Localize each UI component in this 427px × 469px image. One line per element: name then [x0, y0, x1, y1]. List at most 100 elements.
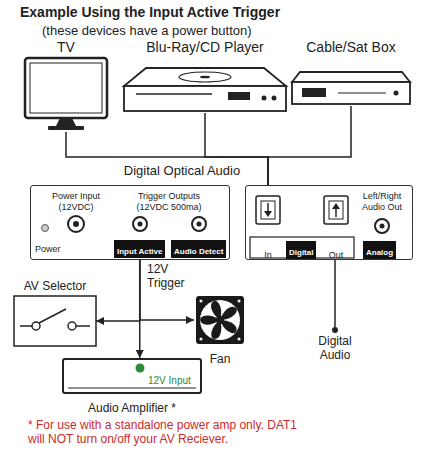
text-slot: TV: [22, 38, 110, 56]
amplifier-body: [63, 359, 201, 393]
signal-label: Digital Optical Audio: [124, 163, 240, 179]
node-label: Left/Right Audio Out: [353, 191, 411, 213]
audio-out-wire: [334, 257, 336, 327]
disc-hub: [200, 76, 210, 79]
jack-tag: Analog: [363, 241, 396, 259]
power-jack-pin: [73, 221, 79, 227]
av-selector: AV Selector: [14, 276, 96, 348]
disc-tray: [136, 93, 212, 95]
fan-screw: [200, 338, 203, 341]
text-slot: In: [253, 244, 283, 262]
text-slot: Blu-Ray/CD Player: [122, 38, 288, 56]
jack-label: Audio Detect: [174, 247, 223, 257]
device-tv: TV: [22, 38, 110, 132]
audio-panel: Left/Right Audio OutInDigitalOutAnalog: [245, 185, 413, 260]
jack-label: Analog: [366, 248, 393, 258]
text-slot: Audio Amplifier *: [62, 398, 202, 416]
node-label: Audio Amplifier *: [88, 401, 176, 415]
note-label: * For use with a standalone power amp on…: [28, 418, 300, 447]
portout-illustration: [321, 194, 351, 257]
note-label: Digital Audio: [305, 334, 365, 363]
signal-wire: [205, 113, 268, 194]
optical-port: In: [253, 194, 283, 257]
text-slot: Left/Right Audio Out: [353, 191, 411, 214]
title-slot: Example Using the Input Active Trigger: [20, 3, 420, 21]
fan-hub: [216, 316, 224, 324]
label-slot: * For use with a standalone power amp on…: [28, 418, 300, 447]
fan-screw: [238, 300, 241, 303]
node-label: In: [264, 250, 272, 261]
edge-label-slot: Digital Optical Audio: [112, 161, 252, 179]
node-label: Fan: [210, 352, 231, 366]
node-label: AV Selector: [24, 279, 86, 293]
box-top: [292, 72, 410, 82]
trigger-jack: [133, 217, 147, 231]
power-jack: [68, 216, 84, 232]
device-player: Blu-Ray/CD Player: [122, 38, 288, 113]
switch-wire: [20, 325, 32, 327]
disc: [179, 72, 231, 82]
switch-contact: [32, 322, 40, 330]
node-label: 12V Input: [148, 375, 191, 387]
fan-screw: [238, 338, 241, 341]
analog-jack-pin: [380, 224, 385, 229]
fan: Fan: [194, 296, 246, 366]
node-label: Out: [329, 250, 344, 261]
text-slot: Trigger Outputs (12VDC 500ma): [126, 191, 212, 214]
jack-label: Input Active: [117, 247, 162, 257]
text-slot: Power: [35, 238, 75, 256]
fan-screw: [200, 300, 203, 303]
jack-tag: Audio Detect: [171, 240, 226, 258]
player-button: [262, 96, 267, 101]
audio-amplifier: 12V InputAudio Amplifier *: [62, 358, 202, 416]
signal-label: 12V Trigger: [147, 262, 197, 291]
device-box: Cable/Sat Box: [290, 38, 412, 106]
node-label: Power: [35, 244, 61, 255]
node-label: Blu-Ray/CD Player: [146, 39, 263, 56]
player-button: [272, 96, 277, 101]
optical-port: Out: [321, 194, 351, 257]
tv-stand: [56, 118, 76, 126]
trigger-panel: Power Input (12VDC) Trigger Outputs (12VD…: [30, 185, 230, 260]
node-label: Trigger Outputs (12VDC 500ma): [126, 191, 212, 213]
text-slot: 12V Input: [148, 370, 202, 388]
trigger-jack-pin: [197, 222, 202, 227]
text-slot: Cable/Sat Box: [290, 38, 412, 56]
text-slot: AV Selector: [14, 276, 96, 294]
box-button: [394, 91, 399, 96]
label-slot: (these devices have a power button): [42, 21, 362, 39]
tv-base: [48, 126, 84, 130]
fan-frame: [196, 296, 244, 344]
switch-contact: [68, 322, 76, 330]
tv-frame: [25, 58, 107, 118]
player-front: [124, 86, 286, 111]
port-inner: [329, 201, 343, 219]
trigger-jack: [192, 217, 206, 231]
note-label: (these devices have a power button): [42, 23, 252, 39]
analog-jack: [375, 219, 389, 233]
port-arrow: [335, 208, 337, 217]
port-frame: [256, 196, 280, 224]
label-slot: Digital Audio: [305, 334, 365, 363]
switch-wire: [76, 325, 90, 327]
trigger-jack-pin: [138, 222, 143, 227]
text-slot: Power Input (12VDC): [43, 191, 109, 214]
box-slot: [338, 92, 386, 93]
node-label: Power Input (12VDC): [43, 191, 109, 213]
jack-tag: Digital: [286, 241, 316, 259]
power-led: [42, 225, 49, 232]
jack-label: Digital: [289, 248, 313, 258]
port-arrow-head: [264, 211, 272, 217]
box-display: [302, 88, 326, 97]
player-top: [124, 68, 286, 86]
trigger-input-dot: [136, 364, 145, 373]
jack-tag: Input Active: [114, 240, 165, 258]
signal-wire: [268, 106, 351, 194]
switch-lever: [39, 309, 66, 323]
port-inner: [261, 201, 275, 219]
selector-box: [14, 296, 96, 346]
edge-label-slot: 12V Trigger: [147, 262, 197, 291]
signal-wire: [96, 258, 140, 321]
